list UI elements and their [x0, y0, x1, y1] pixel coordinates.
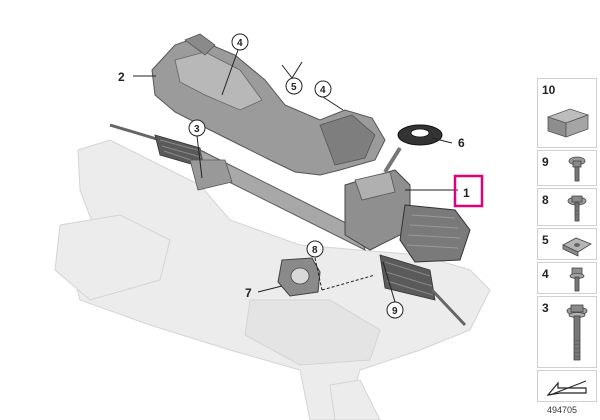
image-id: 494705 [547, 405, 578, 415]
direction-arrow-icon [546, 380, 587, 396]
panel-number: 10 [542, 83, 556, 97]
panel-number: 3 [542, 301, 549, 315]
panel-number: 5 [542, 233, 549, 247]
mount-bracket [277, 257, 321, 297]
steering-rack [109, 123, 471, 327]
panel-part-3: 3 [537, 296, 597, 368]
panel-part-10: 10 [537, 78, 597, 148]
highlight-box [453, 174, 484, 208]
clip-nut-icon [562, 237, 592, 257]
callout-2-label: 2 [118, 70, 125, 84]
bushing-ring [397, 124, 443, 146]
svg-text:3: 3 [194, 124, 200, 135]
callout-5: 5 [285, 77, 303, 95]
svg-text:4: 4 [237, 38, 243, 49]
svg-text:9: 9 [392, 306, 398, 317]
panel-number: 8 [542, 193, 549, 207]
callout-9: 9 [386, 301, 404, 319]
short-bolt-icon [568, 156, 586, 182]
long-bolt-icon [566, 304, 588, 361]
panel-direction-arrow [537, 370, 597, 402]
panel-part-5: 5 [537, 228, 597, 260]
callout-7-label: 7 [245, 286, 252, 300]
panel-part-4: 4 [537, 262, 597, 294]
panel-number: 9 [542, 155, 549, 169]
panel-part-8: 8 [537, 188, 597, 226]
panel-part-9: 9 [537, 150, 597, 186]
leader-lines [133, 49, 458, 303]
callout-4a: 4 [231, 33, 249, 51]
panel-number: 4 [542, 267, 549, 281]
callout-3: 3 [188, 119, 206, 137]
svg-text:8: 8 [312, 245, 318, 256]
svg-text:5: 5 [291, 82, 297, 93]
stud-bolt-icon [569, 267, 585, 292]
callout-8: 8 [306, 240, 324, 258]
heat-shield [151, 33, 386, 176]
callout-6-label: 6 [458, 136, 465, 150]
flanged-bolt-icon [567, 195, 587, 222]
box-block-icon [546, 108, 590, 138]
svg-text:4: 4 [320, 85, 326, 96]
callout-4b: 4 [314, 80, 332, 98]
callout-1-label: 1 [463, 186, 470, 200]
